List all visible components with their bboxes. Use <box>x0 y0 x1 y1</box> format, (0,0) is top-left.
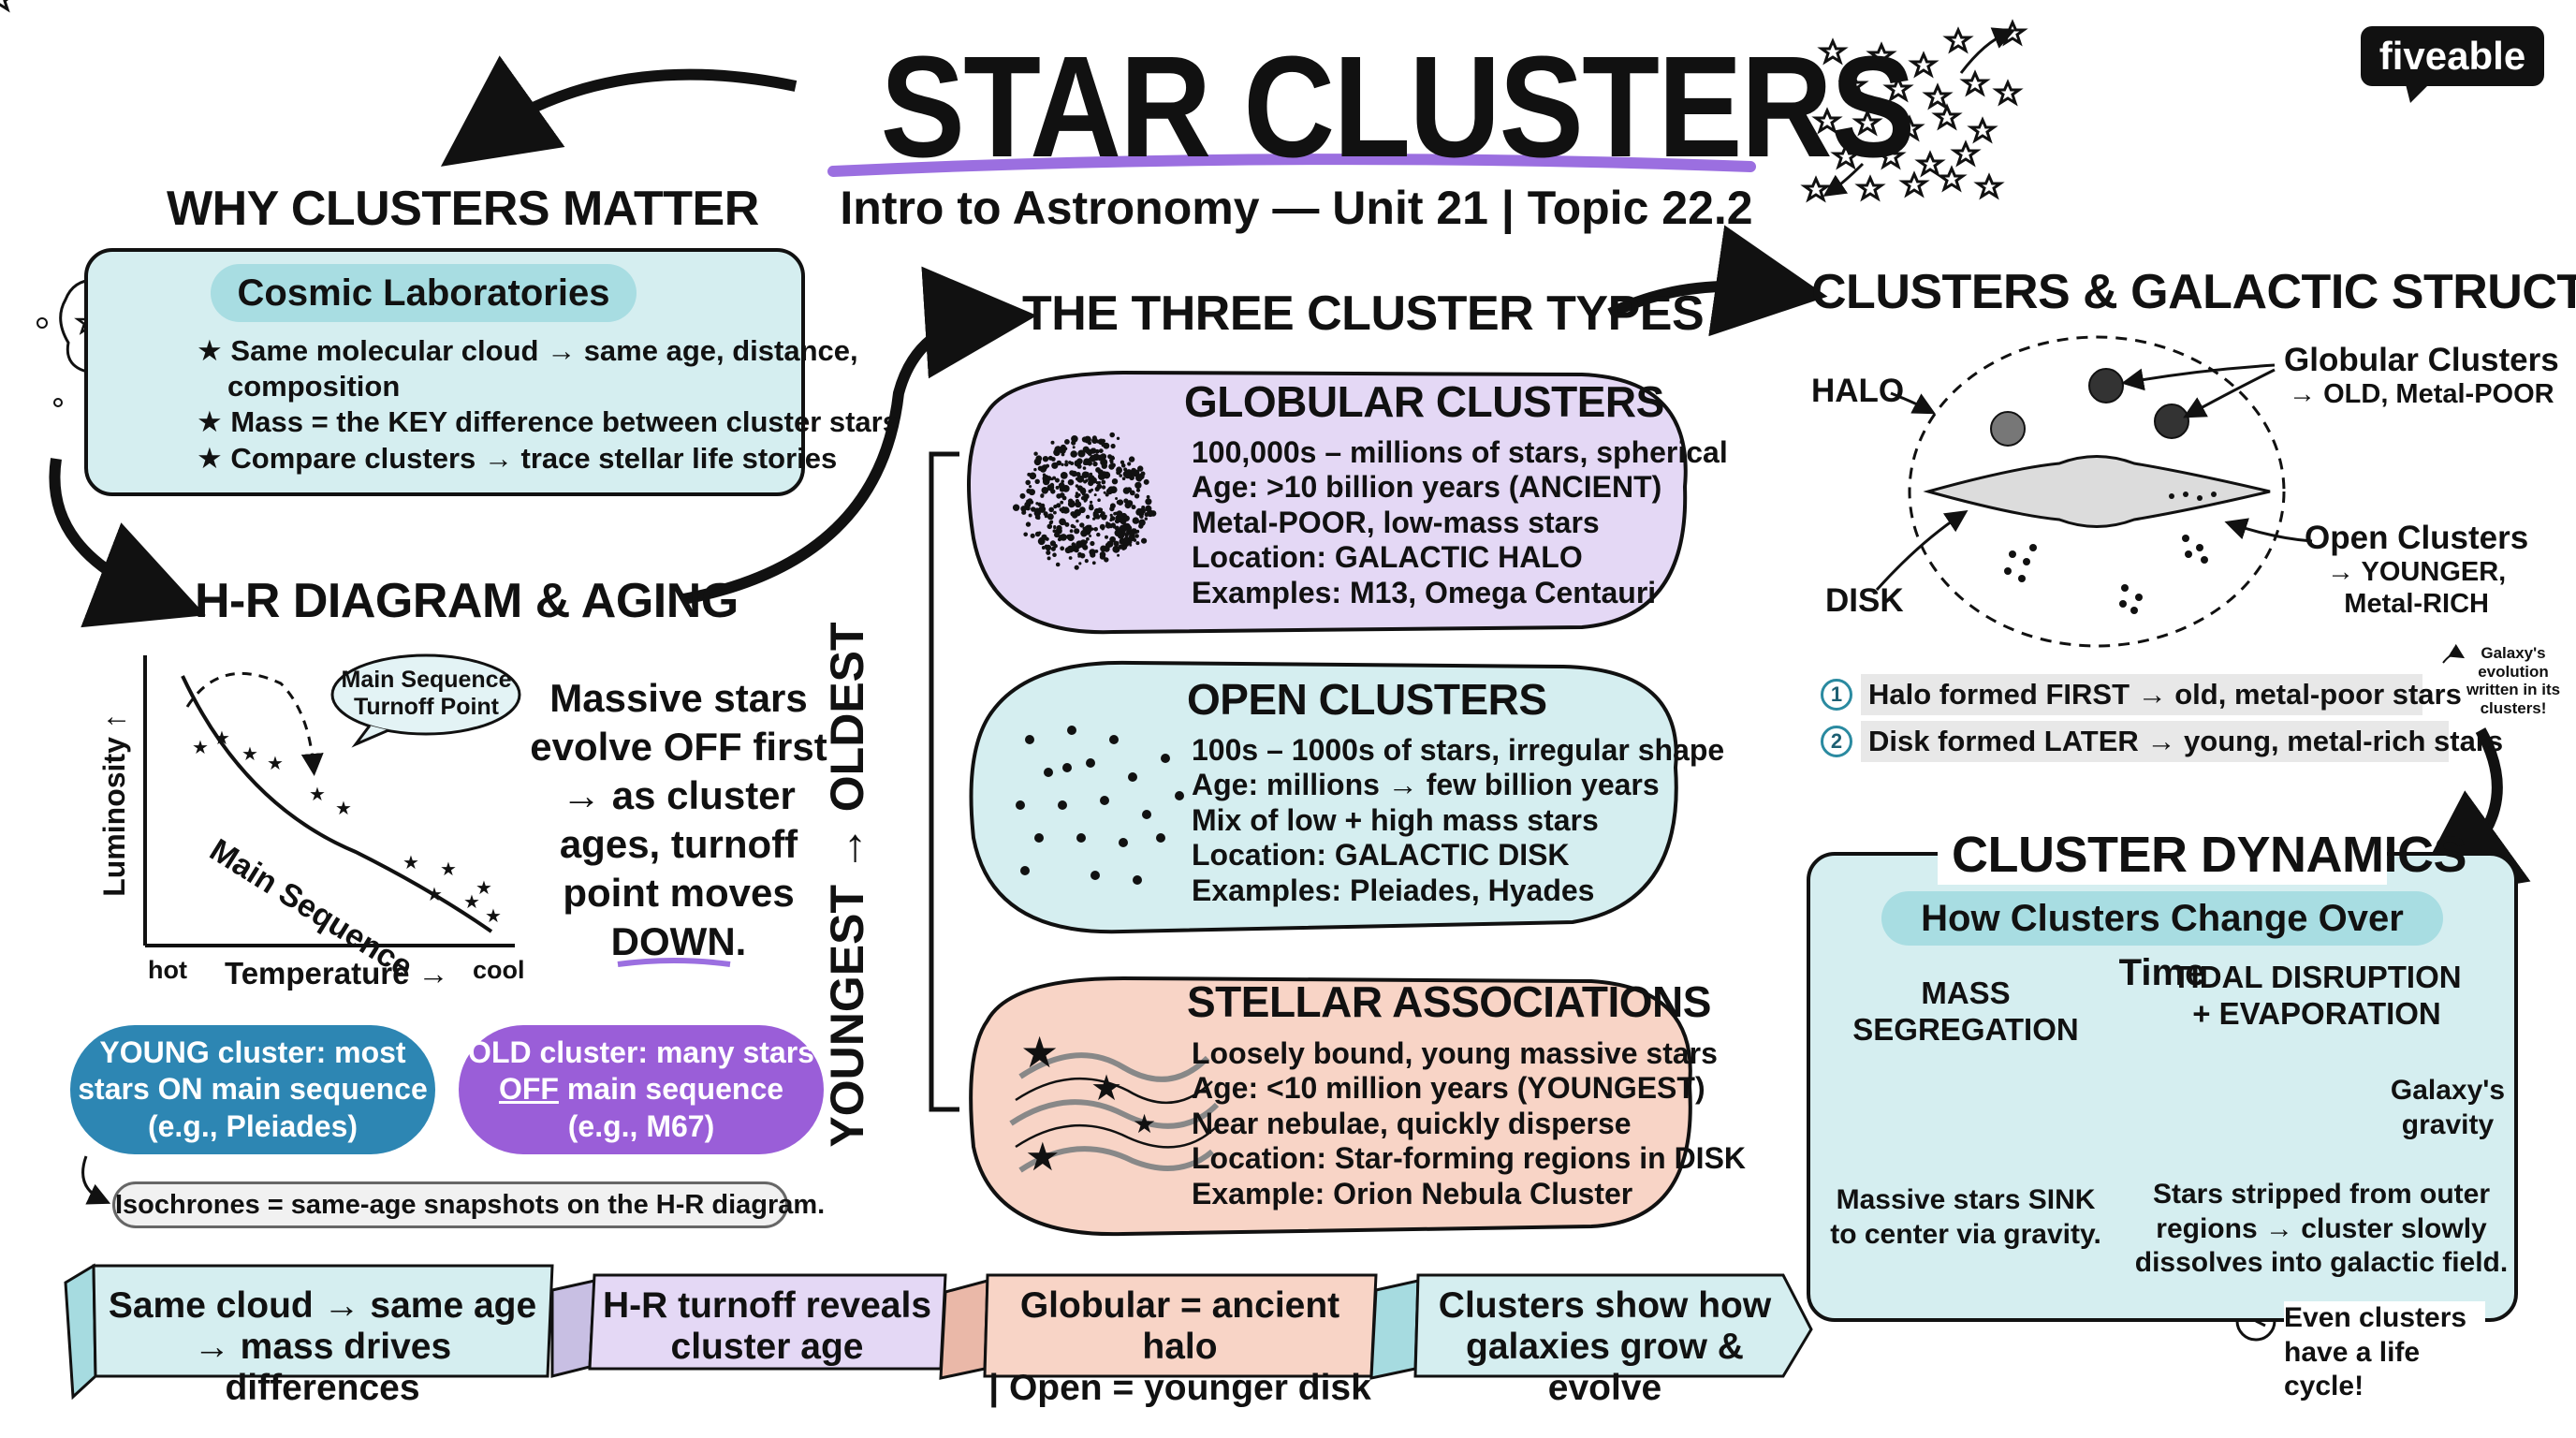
svg-text:★: ★ <box>242 742 258 765</box>
halo-label: HALO <box>1811 373 1905 409</box>
title-underline <box>827 154 1756 177</box>
hr-diagram <box>143 655 515 947</box>
star-field-icon <box>0 0 10 13</box>
galaxy-diagram <box>1875 335 2466 664</box>
step-2-badge: 2 <box>1821 726 1852 757</box>
disk-label: DISK <box>1825 582 1904 619</box>
age-bracket <box>929 451 959 1112</box>
associations-details: Loosely bound, young massive stars Age: … <box>1192 1036 1747 1211</box>
hr-stars-icon: ★★ ★★ ★★ ★★ ★★ ★★ <box>192 726 502 927</box>
globular-title: GLOBULAR CLUSTERS <box>1184 377 1664 426</box>
why-bullet-1: ★ Same molecular cloud → same age, dista… <box>197 334 858 367</box>
luminosity-axis-label: Luminosity ↑ <box>96 713 131 897</box>
svg-text:★: ★ <box>440 858 457 880</box>
why-bullet-1-cont: composition <box>227 370 401 403</box>
why-heading: WHY CLUSTERS MATTER <box>167 182 759 236</box>
galactic-heading: CLUSTERS & GALACTIC STRUCTURE <box>1811 265 2576 319</box>
open-clusters-label: Open Clusters → YOUNGER, Metal-RICH <box>2305 520 2529 619</box>
halo-formed-row: Halo formed FIRST → old, metal-poor star… <box>1861 674 2462 715</box>
hr-heading: H-R DIAGRAM & AGING <box>195 574 739 628</box>
ribbon-4 <box>1369 1273 1813 1380</box>
open-title: OPEN CLUSTERS <box>1187 675 1547 724</box>
youngest-oldest-axis: YOUNGEST → OLDEST <box>821 622 873 1148</box>
brand-tail <box>2406 84 2429 103</box>
open-blob <box>969 660 1678 934</box>
why-bullet-3: ★ Compare clusters → trace stellar life … <box>197 442 838 475</box>
cosmic-laboratories-pill: Cosmic Laboratories <box>211 264 637 322</box>
svg-text:★: ★ <box>476 876 492 899</box>
svg-text:★: ★ <box>1020 1027 1059 1078</box>
svg-text:★: ★ <box>1133 1108 1156 1139</box>
svg-text:★: ★ <box>426 883 443 905</box>
svg-text:★: ★ <box>335 797 352 819</box>
ribbon-1-text: Same cloud → same age→ mass drives diffe… <box>108 1285 537 1409</box>
ribbon-2 <box>550 1273 947 1378</box>
brand-logo[interactable]: fiveable <box>2361 26 2544 86</box>
open-cluster-icon <box>1016 726 1184 885</box>
arrow-to-why <box>440 55 798 167</box>
open-details: 100s – 1000s of stars, irregular shape A… <box>1192 733 1725 907</box>
arrow-to-galactic <box>1607 225 1828 337</box>
old-cluster-pill: OLD cluster: many stars OFF main sequenc… <box>459 1025 824 1154</box>
arrow-to-hr <box>49 458 206 628</box>
svg-text:★: ★ <box>1025 1134 1061 1180</box>
ribbon-3-text: Globular = ancient halo| Open = younger … <box>988 1285 1371 1409</box>
massive-stars-note: Massive stars evolve OFF first → as clus… <box>530 676 827 964</box>
ribbon-1 <box>64 1263 554 1401</box>
globular-cluster-icon <box>1012 432 1157 570</box>
globular-clusters-label: Globular Clusters → OLD, Metal-POOR <box>2284 342 2559 410</box>
globular-details: 100,000s – millions of stars, spherical … <box>1192 435 1728 609</box>
associations-title: STELLAR ASSOCIATIONS <box>1187 977 1711 1026</box>
svg-text:★: ★ <box>309 783 326 805</box>
ribbon-3 <box>939 1273 1378 1380</box>
svg-text:★: ★ <box>267 752 284 774</box>
cool-label: cool <box>473 956 525 984</box>
arrow-to-types <box>681 266 1037 605</box>
mass-segregation-heading: MASS SEGREGATION <box>1852 976 2079 1047</box>
nebula-stars-icon: ★ ★ ★ ★ <box>1009 1027 1220 1180</box>
page-title: STAR CLUSTERS <box>880 26 1916 187</box>
dynamics-subtitle-pill: How Clusters Change Over Time <box>1881 891 2443 993</box>
disk-formed-row: Disk formed LATER → young, metal-rich st… <box>1861 721 2503 762</box>
hot-label: hot <box>148 956 187 984</box>
svg-text:★: ★ <box>192 736 209 758</box>
isochrones-note: Isochrones = same-age snapshots on the H… <box>112 1181 825 1228</box>
svg-text:★: ★ <box>213 726 230 749</box>
turnoff-bubble <box>330 653 521 736</box>
page-subtitle: Intro to Astronomy — Unit 21 | Topic 22.… <box>840 182 1753 234</box>
step-1-badge: 1 <box>1821 679 1852 711</box>
temperature-axis-label: Temperature → <box>225 956 449 990</box>
dynamics-heading: CLUSTER DYNAMICS <box>1952 827 2467 883</box>
globular-blob <box>967 370 1688 635</box>
association-blob <box>969 976 1692 1237</box>
svg-text:★: ★ <box>485 904 502 927</box>
svg-text:★: ★ <box>1090 1067 1122 1108</box>
svg-text:★: ★ <box>402 851 419 873</box>
tidal-disruption-heading: TIDAL DISRUPTION+ EVAPORATION <box>2172 960 2462 1031</box>
why-bullet-2: ★ Mass = the KEY difference between clus… <box>197 405 899 438</box>
types-heading: THE THREE CLUSTER TYPES <box>1022 286 1705 341</box>
svg-text:★: ★ <box>463 890 480 913</box>
